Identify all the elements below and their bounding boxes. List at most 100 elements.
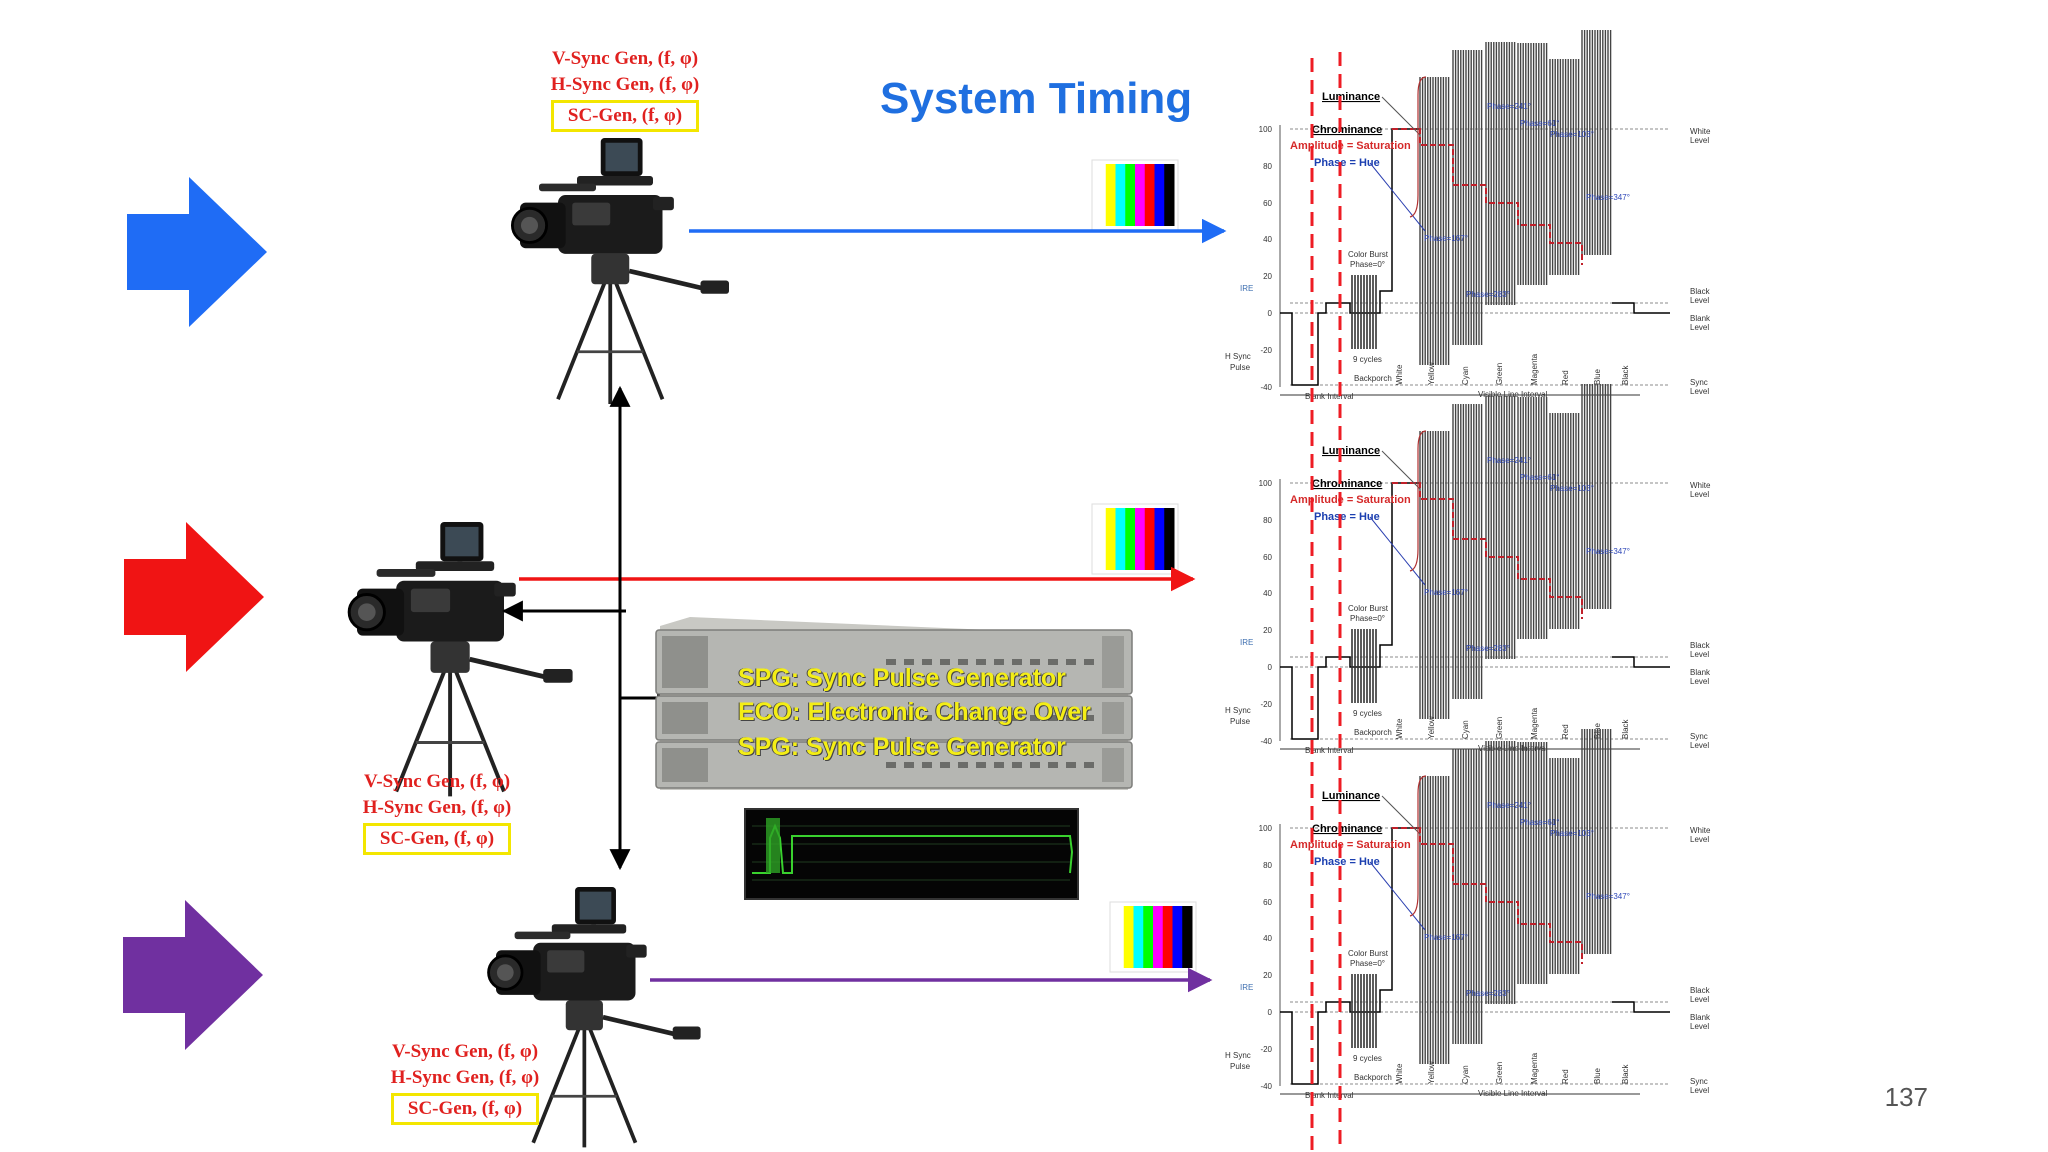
bar-name-label: Cyan (1461, 1065, 1470, 1084)
cycles-label: 9 cycles (1353, 1054, 1382, 1063)
level-label: Sync (1690, 378, 1708, 387)
phase-hue-label: Phase = Hue (1314, 157, 1380, 169)
hsync-label: H Sync (1225, 1051, 1251, 1060)
v-sync-gen-label: V-Sync Gen, (f, φ) (391, 1041, 539, 1062)
h-sync-gen-label: H-Sync Gen, (f, φ) (550, 74, 700, 95)
y-tick-label: 60 (1263, 553, 1272, 562)
bar-name-label: Yellow (1427, 716, 1436, 739)
visible-interval-label: Visible Line Interval (1478, 390, 1547, 399)
level-label: Black (1690, 287, 1711, 296)
blank-interval-label: Blank Interval (1305, 746, 1354, 755)
color-burst-label: Color Burst (1348, 604, 1389, 613)
color-bar-swatch (1115, 164, 1126, 226)
level-label: Level (1690, 323, 1709, 332)
purple-block-arrow (123, 900, 263, 1050)
color-bar-swatch (1096, 164, 1107, 226)
color-bar-swatch (1162, 906, 1173, 968)
y-tick-label: 100 (1259, 479, 1273, 488)
level-label: White (1690, 481, 1711, 490)
bar-name-label: Red (1561, 1069, 1570, 1084)
phase-value-label: Phase=103° (1550, 829, 1594, 838)
hsync-label: H Sync (1225, 352, 1251, 361)
level-label: Level (1690, 490, 1709, 499)
bar-name-label: Green (1495, 1062, 1504, 1084)
color-burst-label: Color Burst (1348, 949, 1389, 958)
y-tick-label: -40 (1260, 383, 1272, 392)
ire-label: IRE (1240, 638, 1253, 647)
phase-value-label: Phase=103° (1550, 484, 1594, 493)
level-label: Level (1690, 387, 1709, 396)
phase-value-label: Phase=347° (1586, 547, 1630, 556)
slide-title: System Timing (880, 74, 1193, 123)
y-tick-label: 20 (1263, 272, 1272, 281)
chrominance-label: Chrominance (1312, 823, 1382, 835)
bar-name-label: Yellow (1427, 362, 1436, 385)
spg-eco-rack (655, 617, 1133, 790)
color-burst-phase-label: Phase=0° (1350, 959, 1385, 968)
v-sync-gen-label: V-Sync Gen, (f, φ) (551, 48, 699, 69)
color-bar-swatch (1115, 508, 1126, 570)
hsync-label: H Sync (1225, 706, 1251, 715)
color-bar-swatch (1123, 906, 1134, 968)
y-tick-label: -40 (1260, 737, 1272, 746)
level-label: Level (1690, 741, 1709, 750)
phase-value-label: Phase=167° (1424, 933, 1468, 942)
y-tick-label: 60 (1263, 898, 1272, 907)
color-bar-swatch (1164, 164, 1175, 226)
phase-value-label: Phase=61° (1520, 473, 1559, 482)
y-tick-label: 20 (1263, 626, 1272, 635)
red-block-arrow (124, 522, 264, 672)
y-tick-label: 80 (1263, 516, 1272, 525)
camera-1 (510, 138, 729, 405)
color-bar-swatch (1096, 508, 1107, 570)
bar-name-label: Blue (1593, 1067, 1602, 1084)
bar-name-label: Red (1561, 370, 1570, 385)
phase-value-label: Phase=61° (1520, 818, 1559, 827)
backporch-label: Backporch (1354, 374, 1392, 383)
luminance-label: Luminance (1322, 790, 1380, 802)
sc-gen-label: SC-Gen, (f, φ) (362, 823, 512, 855)
phase-value-label: Phase=283° (1466, 644, 1510, 653)
phase-value-label: Phase=283° (1466, 989, 1510, 998)
hsync-label: Pulse (1230, 1062, 1251, 1071)
chrominance-label: Chrominance (1312, 478, 1382, 490)
y-tick-label: 20 (1263, 971, 1272, 980)
phase-value-label: Phase=61° (1520, 119, 1559, 128)
phase-value-label: Phase=241° (1487, 456, 1531, 465)
color-bar-swatch (1153, 906, 1164, 968)
cycles-label: 9 cycles (1353, 355, 1382, 364)
rack-label-spg-top: SPG: Sync Pulse Generator (738, 664, 1066, 692)
color-bar-swatch (1154, 508, 1165, 570)
y-tick-label: 40 (1263, 589, 1272, 598)
level-label: Level (1690, 296, 1709, 305)
level-label: Level (1690, 136, 1709, 145)
phase-hue-label: Phase = Hue (1314, 856, 1380, 868)
colorbars-2 (1091, 503, 1179, 575)
color-bar-swatch (1172, 906, 1183, 968)
color-bar-swatch (1105, 164, 1116, 226)
level-label: Blank (1690, 314, 1711, 323)
amplitude-saturation-label: Amplitude = Saturation (1290, 839, 1411, 851)
h-sync-gen-label: H-Sync Gen, (f, φ) (390, 1067, 540, 1088)
y-tick-label: -20 (1260, 1045, 1272, 1054)
color-bar-swatch (1105, 508, 1116, 570)
rack-label-eco: ECO: Electronic Change Over (738, 698, 1091, 726)
color-bar-swatch (1125, 508, 1136, 570)
bar-name-label: White (1395, 364, 1404, 385)
phase-hue-label: Phase = Hue (1314, 511, 1380, 523)
bar-name-label: Black (1621, 1063, 1630, 1084)
luminance-label: Luminance (1322, 445, 1380, 457)
amplitude-saturation-label: Amplitude = Saturation (1290, 494, 1411, 506)
camera-2-generators: V-Sync Gen, (f, φ) H-Sync Gen, (f, φ) SC… (342, 769, 532, 855)
chrominance-label: Chrominance (1312, 124, 1382, 136)
backporch-label: Backporch (1354, 728, 1392, 737)
rack-label-spg-bottom: SPG: Sync Pulse Generator (738, 733, 1066, 761)
bar-name-label: Magenta (1530, 1052, 1539, 1084)
waveform-monitor-screen (744, 808, 1079, 900)
level-label: White (1690, 826, 1711, 835)
level-label: Black (1690, 986, 1711, 995)
colorbars-1 (1091, 159, 1179, 231)
level-label: White (1690, 127, 1711, 136)
